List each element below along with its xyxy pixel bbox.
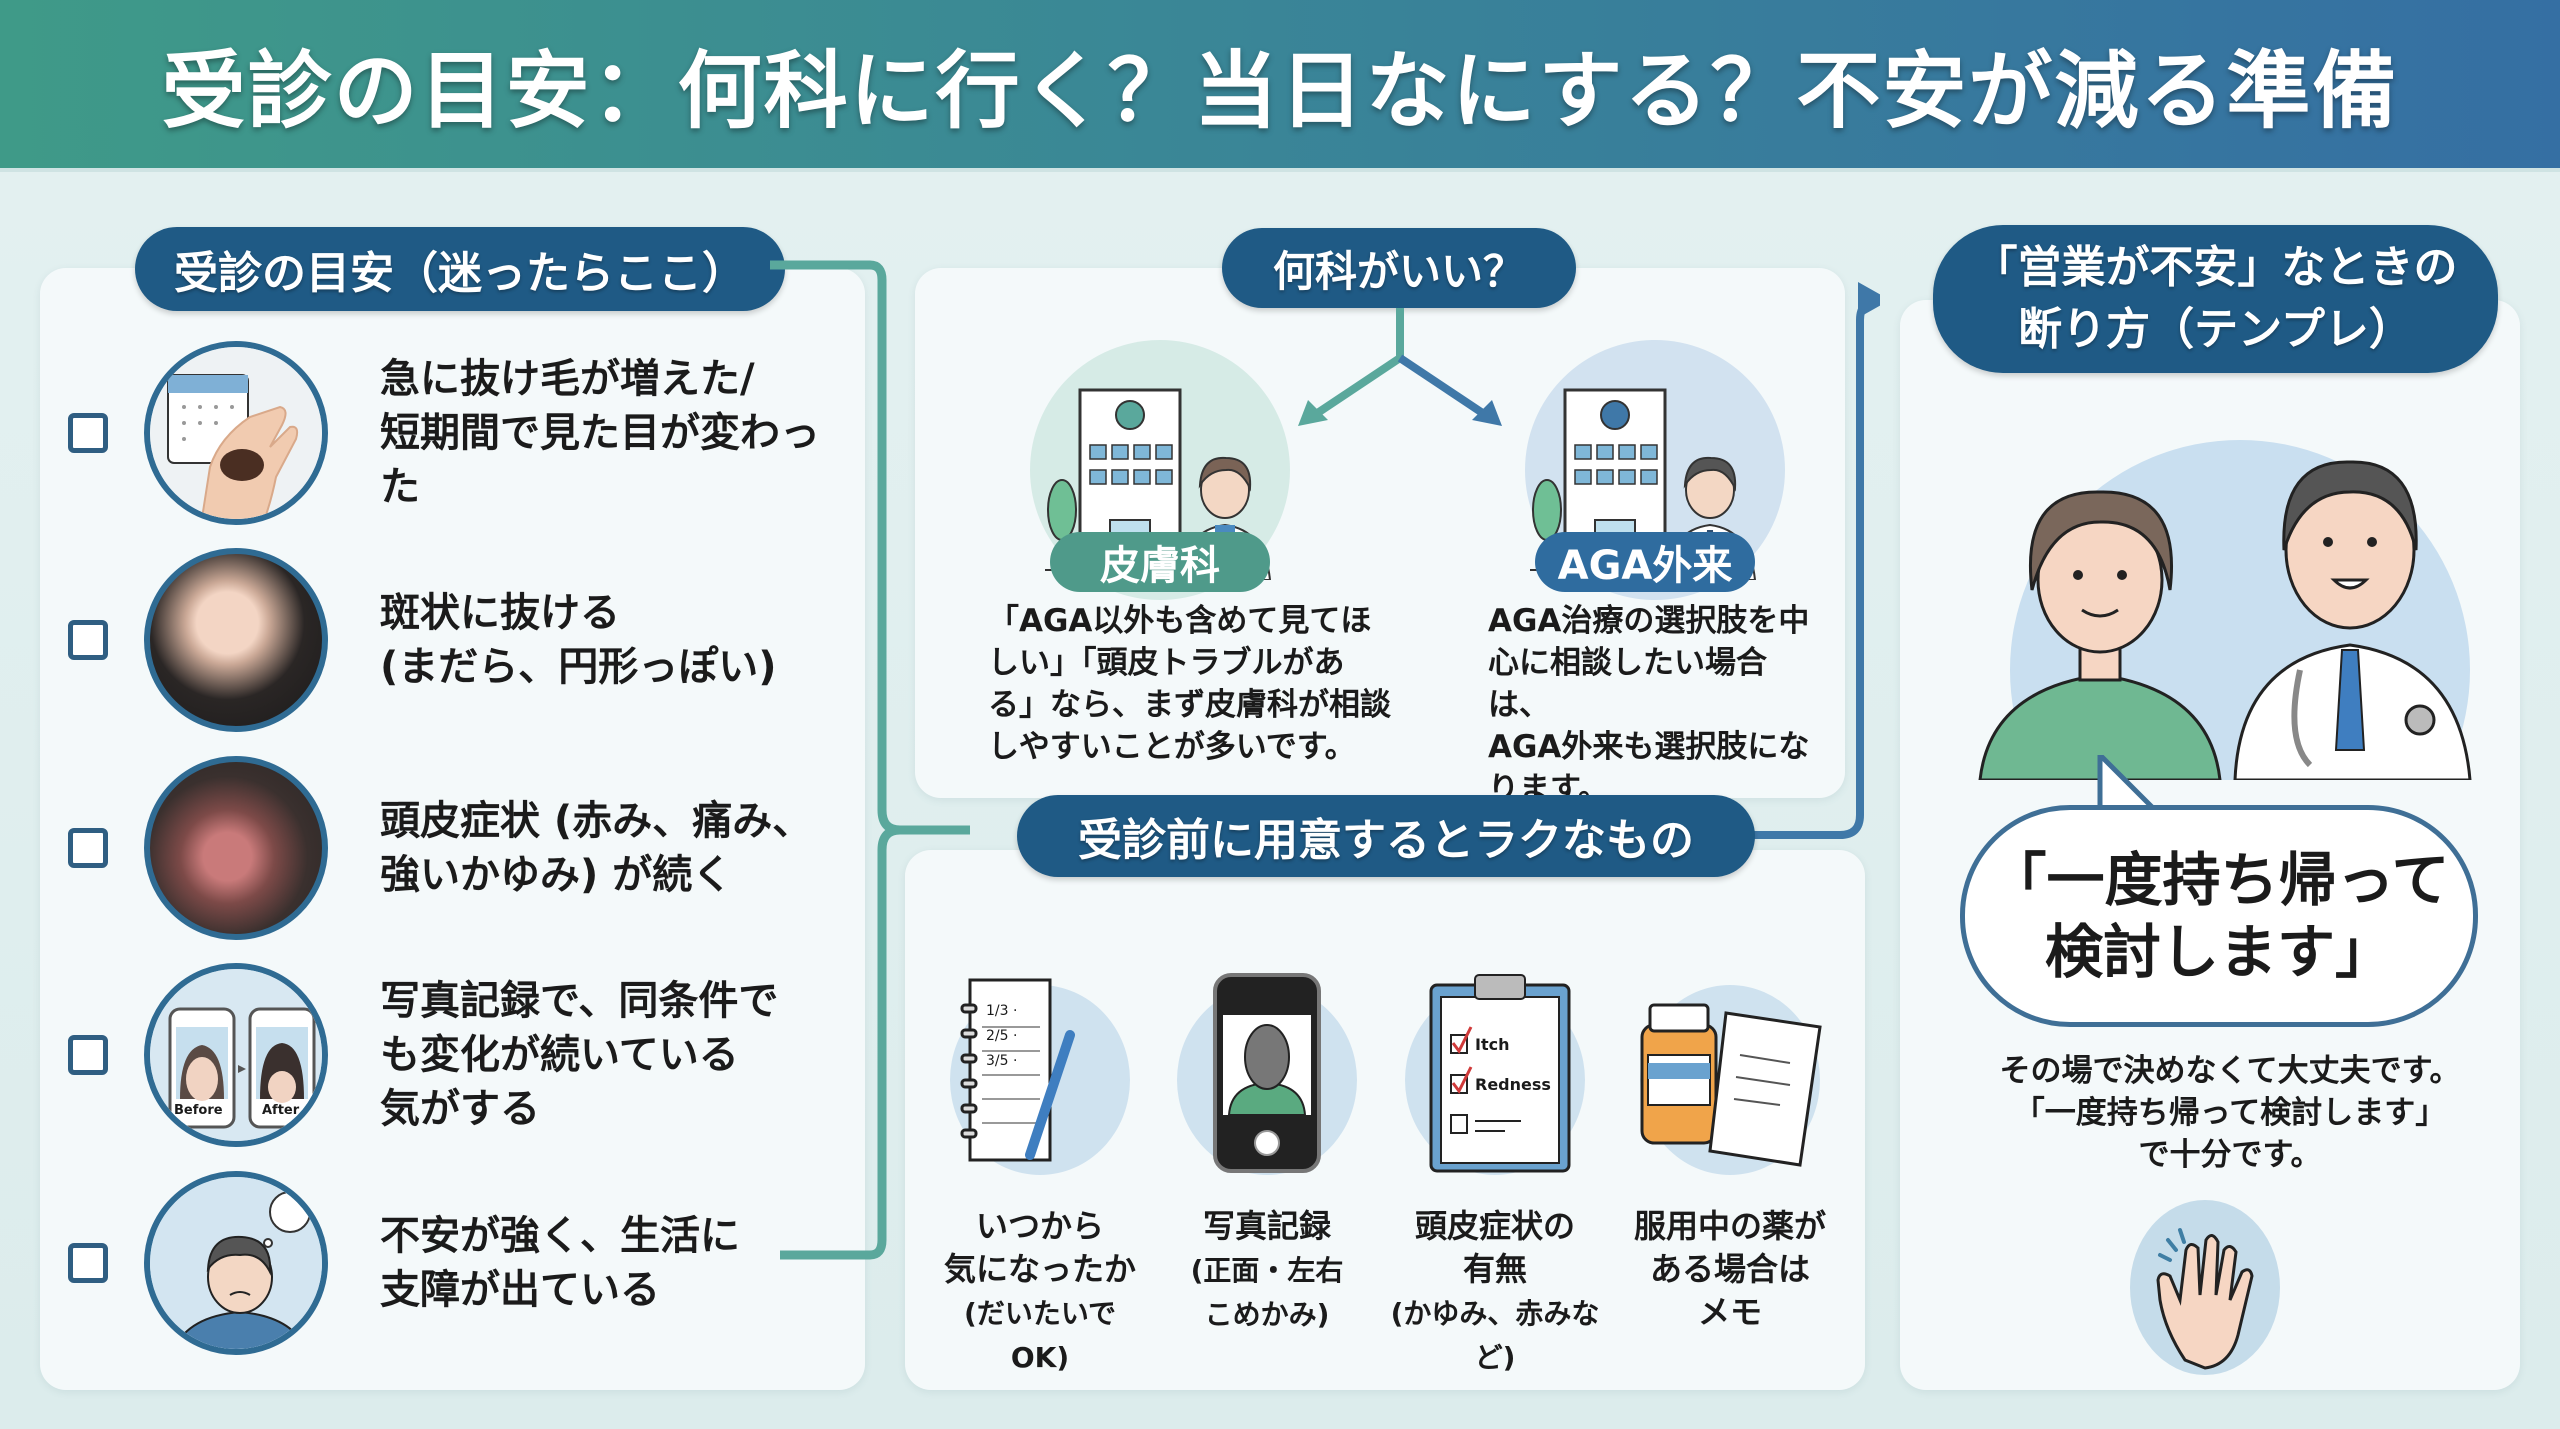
waving-hand-icon [2130, 1200, 2280, 1375]
prep-item-medication: 服用中の薬が ある場合は メモ [1625, 965, 1835, 1334]
checkbox[interactable] [68, 413, 108, 453]
after-label: After [262, 1103, 300, 1118]
patient-doctor-illustration [1978, 440, 2472, 780]
criteria-item[interactable]: Before After 写真記録で、同条件で も変化が続いている 気がする [60, 960, 850, 1150]
checkbox[interactable] [68, 1035, 108, 1075]
department-heading: 何科がいい？ [1222, 228, 1576, 308]
prep-label: 写真記録(正面・左右 こめかみ) [1190, 1207, 1344, 1331]
prep-item-timeline: 1/3 · 2/5 · 3/5 · いつから 気になったか(だいたいでOK) [935, 965, 1145, 1379]
checkbox[interactable] [68, 1243, 108, 1283]
page-title: 受診の目安：何科に行く？当日なにする？不安が減る準備 [161, 41, 2399, 140]
criteria-text: 斑状に抜ける (まだら、円形っぽい) [380, 590, 777, 690]
department-option-dermatology[interactable]: 皮膚科 [1030, 340, 1410, 600]
checklist-item-itch: Itch [1475, 1035, 1510, 1054]
aga-clinic-label[interactable]: AGA外来 [1535, 532, 1755, 592]
criteria-item[interactable]: 不安が強く、生活に 支障が出ている [60, 1168, 850, 1358]
worried-person-icon [144, 1171, 328, 1355]
dermatology-description: 「AGA以外も含めて見てほ しい」「頭皮トラブルがあ る」なら、まず皮膚科が相談… [988, 603, 1391, 765]
clipboard-checklist-icon: Itch Redness [1395, 965, 1595, 1175]
department-option-aga-clinic[interactable]: AGA外来 [1525, 340, 1825, 600]
before-after-phones-icon: Before After [144, 963, 328, 1147]
criteria-item[interactable]: 斑状に抜ける (まだら、円形っぽい) [60, 545, 850, 735]
refusal-heading: 「営業が不安」なときの 断り方（テンプレ） [1933, 225, 2498, 373]
prep-item-photos: 写真記録(正面・左右 こめかみ) [1162, 965, 1372, 1336]
prep-label: 頭皮症状の 有無(かゆみ、赤みなど) [1390, 1207, 1600, 1374]
calendar-hair-loss-icon [144, 341, 328, 525]
before-label: Before [174, 1103, 223, 1118]
checkbox[interactable] [68, 620, 108, 660]
criteria-text: 頭皮症状 (赤み、痛み、 強いかゆみ) が続く [380, 798, 813, 898]
medicine-bottle-icon [1630, 965, 1830, 1175]
template-quote-bubble: 「一度持ち帰って 検討します」 [1960, 805, 2478, 1027]
scalp-redness-icon [144, 756, 328, 940]
criteria-item[interactable]: 頭皮症状 (赤み、痛み、 強いかゆみ) が続く [60, 753, 850, 943]
criteria-heading: 受診の目安（迷ったらここ） [135, 227, 785, 311]
note-line: 2/5 · [986, 1028, 1018, 1044]
preparation-heading: 受診前に用意するとラクなもの [1017, 795, 1755, 877]
flow-connector-left [770, 260, 970, 1260]
note-line: 3/5 · [986, 1053, 1018, 1069]
branch-arrows-icon [1298, 308, 1502, 426]
notebook-pen-icon: 1/3 · 2/5 · 3/5 · [940, 965, 1140, 1175]
checkbox[interactable] [68, 828, 108, 868]
page-header: 受診の目安：何科に行く？当日なにする？不安が減る準備 [0, 0, 2560, 172]
criteria-text: 不安が強く、生活に 支障が出ている [380, 1213, 740, 1313]
refusal-note: その場で決めなくて大丈夫です。 「一度持ち帰って検討します」 で十分です。 [1999, 1053, 2461, 1173]
prep-label: いつから 気になったか(だいたいでOK) [943, 1207, 1136, 1374]
criteria-text: 写真記録で、同条件で も変化が続いている 気がする [380, 978, 779, 1132]
dermatology-label[interactable]: 皮膚科 [1050, 532, 1270, 592]
phone-camera-icon [1167, 965, 1367, 1175]
speech-bubble-tail [2097, 755, 2164, 815]
note-line: 1/3 · [986, 1003, 1018, 1019]
prep-item-symptoms: Itch Redness 頭皮症状の 有無(かゆみ、赤みなど) [1390, 965, 1600, 1379]
flow-connector-right [1740, 282, 1880, 839]
patchy-hair-icon [144, 548, 328, 732]
checklist-item-redness: Redness [1475, 1075, 1551, 1094]
criteria-item[interactable]: 急に抜け毛が増えた/ 短期間で見た目が変わった [60, 338, 850, 528]
criteria-text: 急に抜け毛が増えた/ 短期間で見た目が変わった [380, 356, 820, 510]
prep-label: 服用中の薬が ある場合は メモ [1633, 1207, 1826, 1331]
